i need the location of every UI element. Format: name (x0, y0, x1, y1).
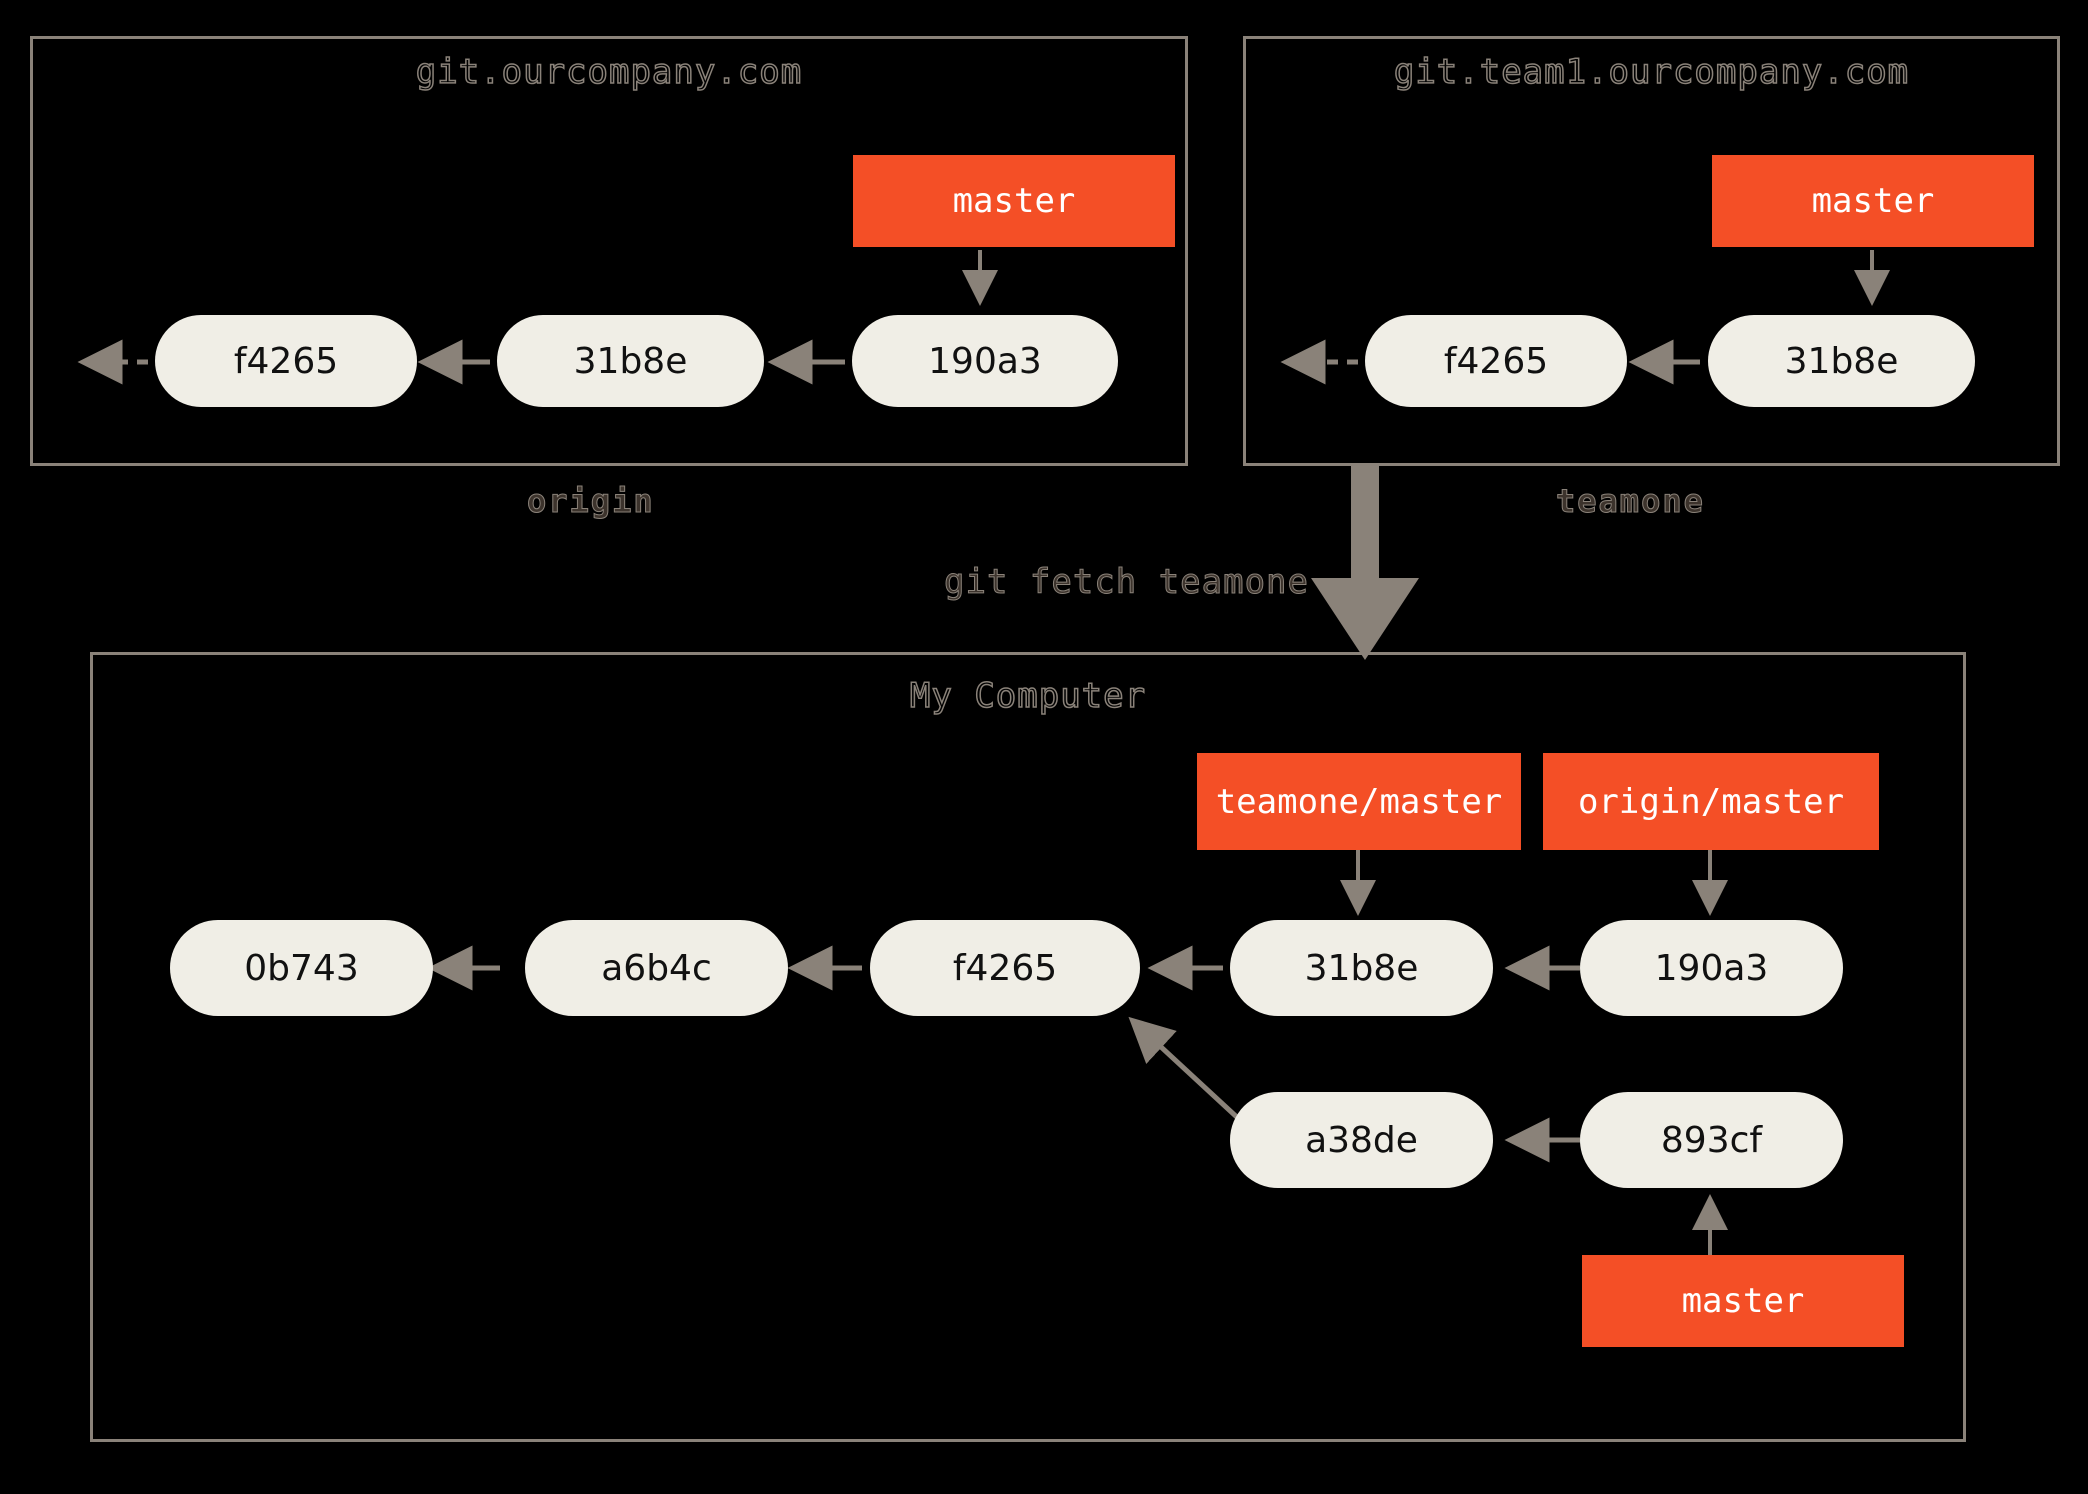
mycomputer-commit-0b743[interactable]: 0b743 (170, 920, 433, 1016)
mycomputer-panel (90, 652, 1966, 1442)
teamone-branch-master[interactable]: master (1712, 155, 2034, 247)
origin-commit-f4265[interactable]: f4265 (155, 315, 417, 407)
mycomputer-commit-f4265[interactable]: f4265 (870, 920, 1140, 1016)
mycomputer-commit-190a3[interactable]: 190a3 (1580, 920, 1843, 1016)
mycomputer-commit-31b8e[interactable]: 31b8e (1230, 920, 1493, 1016)
origin-panel-title: git.ourcompany.com (415, 51, 803, 93)
mycomputer-panel-title: My Computer (909, 675, 1147, 717)
fetch-command-label: git fetch teamone (944, 562, 1309, 603)
mycomputer-branch-master[interactable]: master (1582, 1255, 1904, 1347)
mycomputer-commit-a6b4c[interactable]: a6b4c (525, 920, 788, 1016)
mycomputer-commit-893cf[interactable]: 893cf (1580, 1092, 1843, 1188)
mycomputer-commit-a38de[interactable]: a38de (1230, 1092, 1493, 1188)
origin-branch-master[interactable]: master (853, 155, 1175, 247)
teamone-panel (1243, 36, 2060, 466)
origin-panel (30, 36, 1188, 466)
mycomputer-branch-origin-master[interactable]: origin/master (1543, 753, 1879, 850)
origin-commit-190a3[interactable]: 190a3 (852, 315, 1118, 407)
teamone-panel-caption: teamone (1556, 482, 1705, 521)
mycomputer-branch-teamone-master[interactable]: teamone/master (1197, 753, 1521, 850)
fetch-arrow (1311, 466, 1419, 660)
teamone-panel-title: git.team1.ourcompany.com (1393, 51, 1910, 93)
teamone-commit-f4265[interactable]: f4265 (1365, 315, 1627, 407)
teamone-commit-31b8e[interactable]: 31b8e (1708, 315, 1975, 407)
origin-commit-31b8e[interactable]: 31b8e (497, 315, 764, 407)
origin-panel-caption: origin (527, 482, 655, 521)
